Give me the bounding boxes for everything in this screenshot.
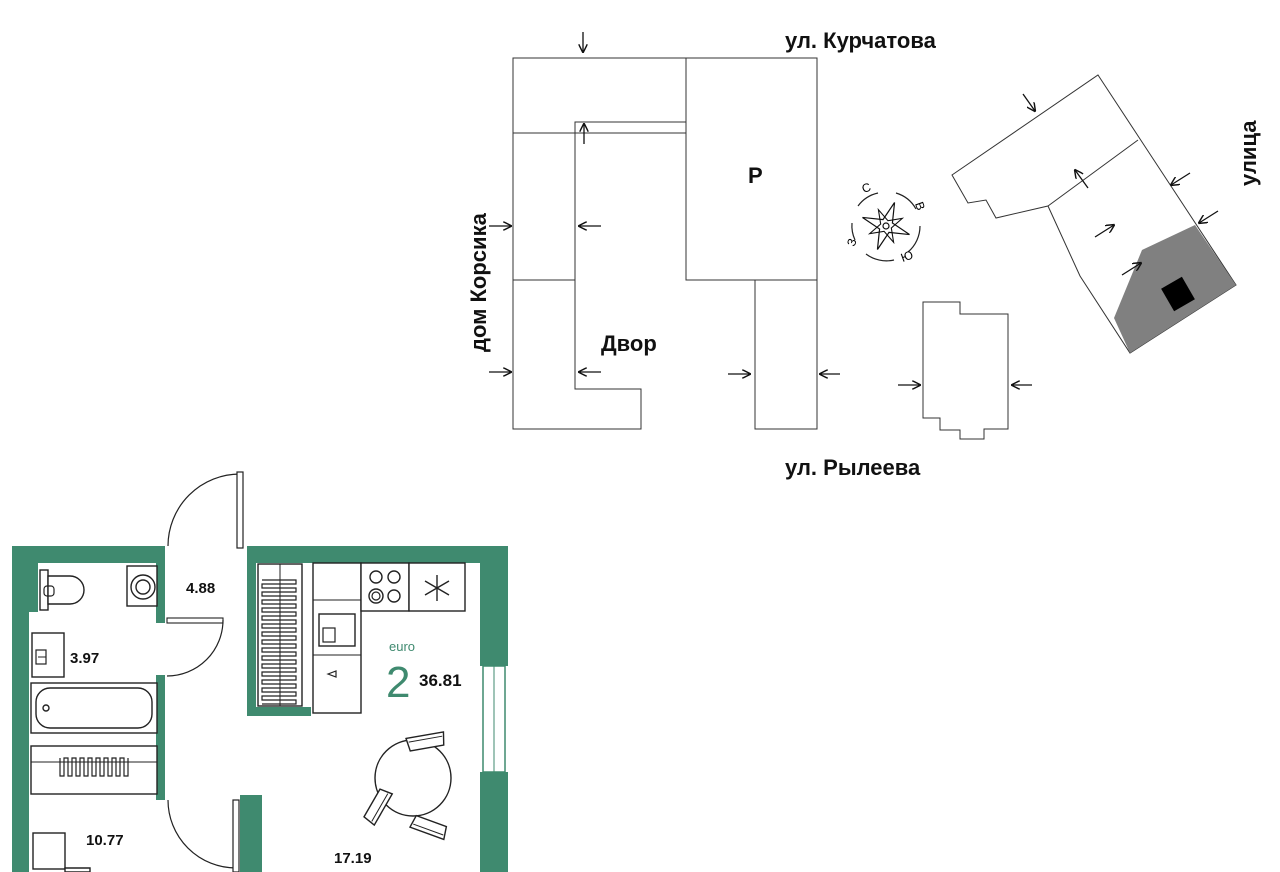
bathtub (30, 682, 158, 734)
wall-wardrobe (247, 563, 256, 713)
bedroom-door-swing (167, 799, 237, 869)
building-parking (685, 57, 818, 281)
building-left-block (512, 121, 686, 430)
wall-bath-divider-lower (156, 675, 165, 800)
building-right-block (754, 280, 818, 430)
wall-top-right (247, 546, 508, 563)
apartment-total-area: 36.81 (419, 671, 462, 690)
site-plan: ул. Курчатова ул. Рылеева дом Корсика ул… (466, 28, 1261, 480)
wall-bath-divider (156, 563, 165, 623)
compass-north: С (860, 180, 873, 196)
bathroom-door-leaf (166, 617, 224, 624)
dining-table (363, 731, 452, 841)
chair (405, 731, 445, 752)
washing-machine (126, 565, 158, 607)
wall-wardrobe-bottom (247, 707, 311, 716)
wall-bedroom (240, 795, 262, 872)
radiator-bath (30, 745, 158, 795)
wall-inner-bath (29, 562, 38, 612)
toilet (39, 569, 85, 611)
bedroom-door-leaf (232, 799, 240, 872)
bathroom-sink (31, 632, 65, 678)
wardrobe (257, 563, 303, 707)
street-bottom-label: ул. Рылеева (785, 455, 921, 480)
compass-rose: С В Ю З (844, 180, 928, 265)
compass-south: Ю (899, 248, 915, 265)
bathroom-door-swing (166, 619, 224, 677)
apartment-plan: 4.88 3.97 10.77 17.19 euro 2 36.81 (12, 471, 508, 872)
street-right-label: улица (1236, 120, 1261, 186)
building-small (922, 301, 1009, 440)
entrance-arrows (489, 32, 1219, 385)
kitchen-counter (312, 562, 466, 714)
wall-top-left (12, 546, 165, 563)
apartment-rooms: 2 (386, 658, 410, 707)
nightstand (32, 832, 91, 872)
courtyard-label: Двор (601, 331, 657, 356)
fridge-snowflake-icon (424, 575, 450, 601)
compass-east: В (912, 200, 928, 212)
bedroom-area: 10.77 (86, 832, 124, 849)
compass-west: З (844, 237, 860, 249)
kitchen-living-area: 17.19 (334, 850, 372, 867)
parking-label: Р (748, 163, 763, 188)
entrance-door-leaf (236, 471, 244, 549)
apartment-type-label: euro (389, 639, 415, 654)
street-top-label: ул. Курчатова (785, 28, 937, 53)
wall-right-lower (480, 772, 508, 872)
hall-area: 4.88 (186, 580, 215, 597)
bathroom-area: 3.97 (70, 650, 99, 667)
entrance-door-swing (167, 473, 241, 547)
wall-right-upper (480, 546, 508, 666)
chair (363, 788, 394, 827)
street-left-label: дом Корсика (466, 212, 491, 352)
current-building-marker (1161, 276, 1195, 312)
wall-left (12, 546, 29, 872)
chair (408, 814, 448, 841)
